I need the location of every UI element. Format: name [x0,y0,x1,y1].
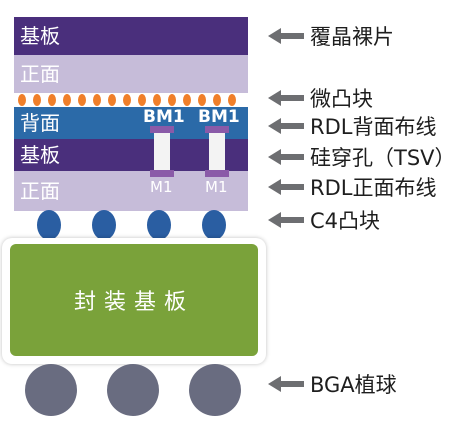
interposer-front-label: 正面 [20,179,60,203]
callout-label: 覆晶裸片 [310,25,394,49]
left-arrow-icon [268,149,304,165]
callout-c4-bump: C4凸块 [268,208,381,233]
m1-label: M1 [205,178,228,196]
micro-bump [153,94,161,106]
c4-bump [202,210,226,240]
micro-bump [108,94,116,106]
tsv-bottom-pad [150,170,174,177]
left-arrow-icon [268,28,304,44]
left-arrow-icon [268,118,304,134]
callout-rdl-back: RDL背面布线 [268,114,437,139]
micro-bump [33,94,41,106]
top-die-front-layer [14,55,248,93]
callout-micro-bump: 微凸块 [268,86,373,111]
c4-bump [92,210,116,240]
callout-label: C4凸块 [310,209,381,233]
bm1-label: BM1 [198,107,240,127]
left-arrow-icon [268,212,304,228]
micro-bump [93,94,101,106]
interposer-back-label: 背面 [20,111,60,135]
micro-bump [48,94,56,106]
micro-bump [123,94,131,106]
bga-ball [25,364,77,416]
micro-bump [228,94,236,106]
micro-bump [138,94,146,106]
bga-ball [107,364,159,416]
left-arrow-icon [268,90,304,106]
callout-label: BGA植球 [310,373,397,397]
callout-label: RDL背面布线 [310,115,437,139]
micro-bump [213,94,221,106]
callout-label: 硅穿孔（TSV） [310,146,456,170]
micro-bump [18,94,26,106]
bga-ball [189,364,241,416]
tsv-via [154,133,170,175]
callout-tsv: 硅穿孔（TSV） [268,145,456,170]
callout-rdl-front: RDL正面布线 [268,175,437,200]
micro-bump [198,94,206,106]
tsv-bottom-pad [205,170,229,177]
package-substrate-label: 封装基板 [73,290,194,315]
package-substrate-fill: 封装基板 [10,244,258,356]
callout-label: 微凸块 [310,87,373,111]
m1-label: M1 [150,178,173,196]
tsv-via [209,133,225,175]
c4-bump [37,210,61,240]
left-arrow-icon [268,179,304,195]
callout-bga: BGA植球 [268,372,397,397]
callout-label: RDL正面布线 [310,176,437,200]
c4-bump [147,210,171,240]
micro-bump-row [14,94,248,106]
left-arrow-icon [268,376,304,392]
package-substrate: 封装基板 [2,238,266,364]
tsv-top-pad [150,126,174,133]
micro-bump [78,94,86,106]
bm1-label: BM1 [143,107,185,127]
interposer-front-layer [14,171,248,211]
micro-bump [63,94,71,106]
micro-bump [183,94,191,106]
top-die-substrate-layer [14,17,248,55]
top-die-substrate-label: 基板 [20,24,60,48]
top-die-front-label: 正面 [20,62,60,86]
micro-bump [168,94,176,106]
interposer-substrate-label: 基板 [20,143,60,167]
callout-flip-chip: 覆晶裸片 [268,24,394,49]
tsv-top-pad [205,126,229,133]
